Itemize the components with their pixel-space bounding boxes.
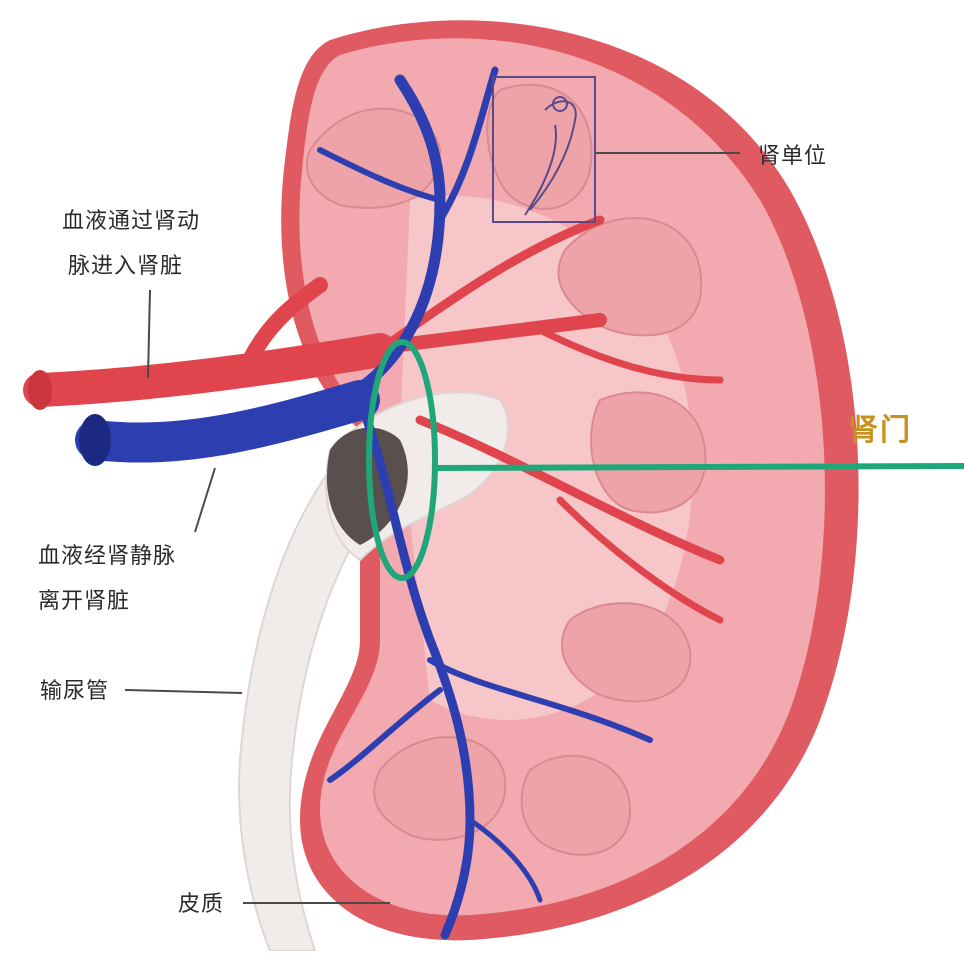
label-hilum: 肾门 bbox=[848, 405, 912, 449]
hilum-pointer bbox=[435, 466, 964, 468]
pyramid bbox=[522, 756, 630, 855]
label-cortex: 皮质 bbox=[178, 888, 224, 922]
label-artery-line2: 脉进入肾脏 bbox=[68, 250, 183, 284]
label-vein-line2: 离开肾脏 bbox=[38, 585, 130, 619]
label-vein-line1: 血液经肾静脉 bbox=[38, 540, 176, 574]
vein-opening bbox=[79, 414, 111, 466]
label-nephron: 肾单位 bbox=[758, 140, 827, 174]
label-artery-line1: 血液通过肾动 bbox=[62, 205, 200, 239]
artery-opening bbox=[28, 370, 52, 410]
label-ureter: 输尿管 bbox=[40, 675, 109, 709]
